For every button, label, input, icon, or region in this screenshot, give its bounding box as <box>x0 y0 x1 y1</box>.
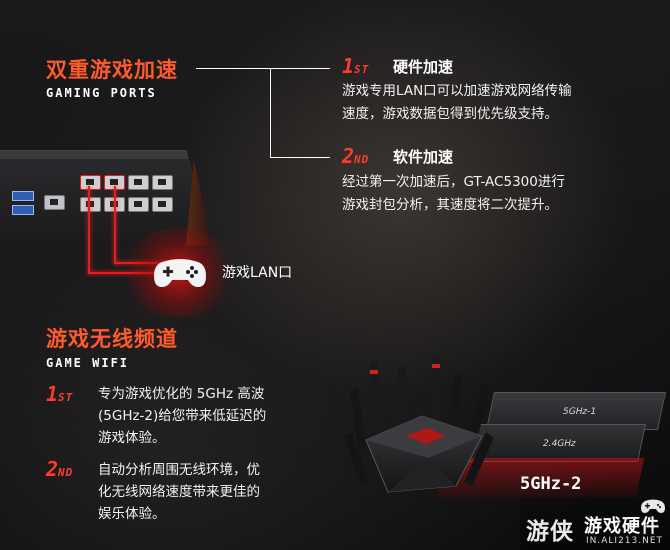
hardware-accel-title: 硬件加速 <box>393 58 454 76</box>
wifi-first-text-3: 游戏体验。 <box>98 430 166 446</box>
gaming-ports-title: 双重游戏加速 <box>46 58 178 82</box>
usb-port <box>12 205 34 215</box>
software-accel-text-1: 经过第一次加速后，GT-AC5300进行 <box>342 174 565 190</box>
software-accel-text-2: 游戏封包分析，其速度将二次提升。 <box>342 197 558 213</box>
highlight-line <box>88 186 90 274</box>
lan-port <box>128 175 149 190</box>
router-back-panel <box>0 150 212 247</box>
router-icon <box>336 340 506 510</box>
usb-port <box>12 191 34 201</box>
wifi-second-text-2: 化无线网络速度带来更佳的 <box>98 484 260 500</box>
wifi-second-text-3: 娱乐体验。 <box>98 506 166 522</box>
lan-port <box>152 175 173 190</box>
game-wifi-title: 游戏无线频道 <box>46 327 178 351</box>
lan-port <box>80 197 101 212</box>
watermark-logo-right: 游戏硬件 <box>584 516 660 537</box>
wifi-second-text-1: 自动分析周围无线环境，优 <box>98 462 260 478</box>
ordinal-second: 2ND <box>342 144 370 168</box>
gamepad-icon <box>640 498 666 514</box>
wifi-first-text-2: (5GHz-2)给您带来低延迟的 <box>98 408 267 424</box>
ordinal-first: 1ST <box>342 54 370 78</box>
connector-line-vertical <box>270 68 271 158</box>
band-5ghz-2-label: 5GHz-2 <box>520 474 582 494</box>
connector-line-second <box>270 157 330 158</box>
gaming-lan-label: 游戏LAN口 <box>222 265 293 281</box>
gamepad-icon <box>152 256 208 290</box>
wifi-first-text-1: 专为游戏优化的 5GHz 高波 <box>98 386 265 402</box>
game-wifi-subtitle: GAME WIFI <box>46 356 130 370</box>
connector-line <box>196 68 330 69</box>
wifi-ordinal-second: 2ND <box>46 457 74 481</box>
hardware-accel-text-2: 速度，游戏数据包得到优先级支持。 <box>342 106 558 122</box>
gaming-lan-port <box>80 175 101 190</box>
wifi-ordinal-first: 1ST <box>46 382 74 406</box>
watermark-url: IN.ALI213.NET <box>586 536 664 546</box>
lan-port <box>128 197 149 212</box>
highlight-line <box>114 186 116 264</box>
wan-port <box>44 195 65 210</box>
watermark: 游侠 游戏硬件 IN.ALI213.NET <box>520 498 670 550</box>
hardware-accel-text-1: 游戏专用LAN口可以加速游戏网络传输 <box>342 83 572 99</box>
software-accel-title: 软件加速 <box>393 148 454 166</box>
watermark-logo-left: 游侠 <box>526 519 574 545</box>
gaming-ports-subtitle: GAMING PORTS <box>46 86 157 100</box>
lan-port <box>152 197 173 212</box>
